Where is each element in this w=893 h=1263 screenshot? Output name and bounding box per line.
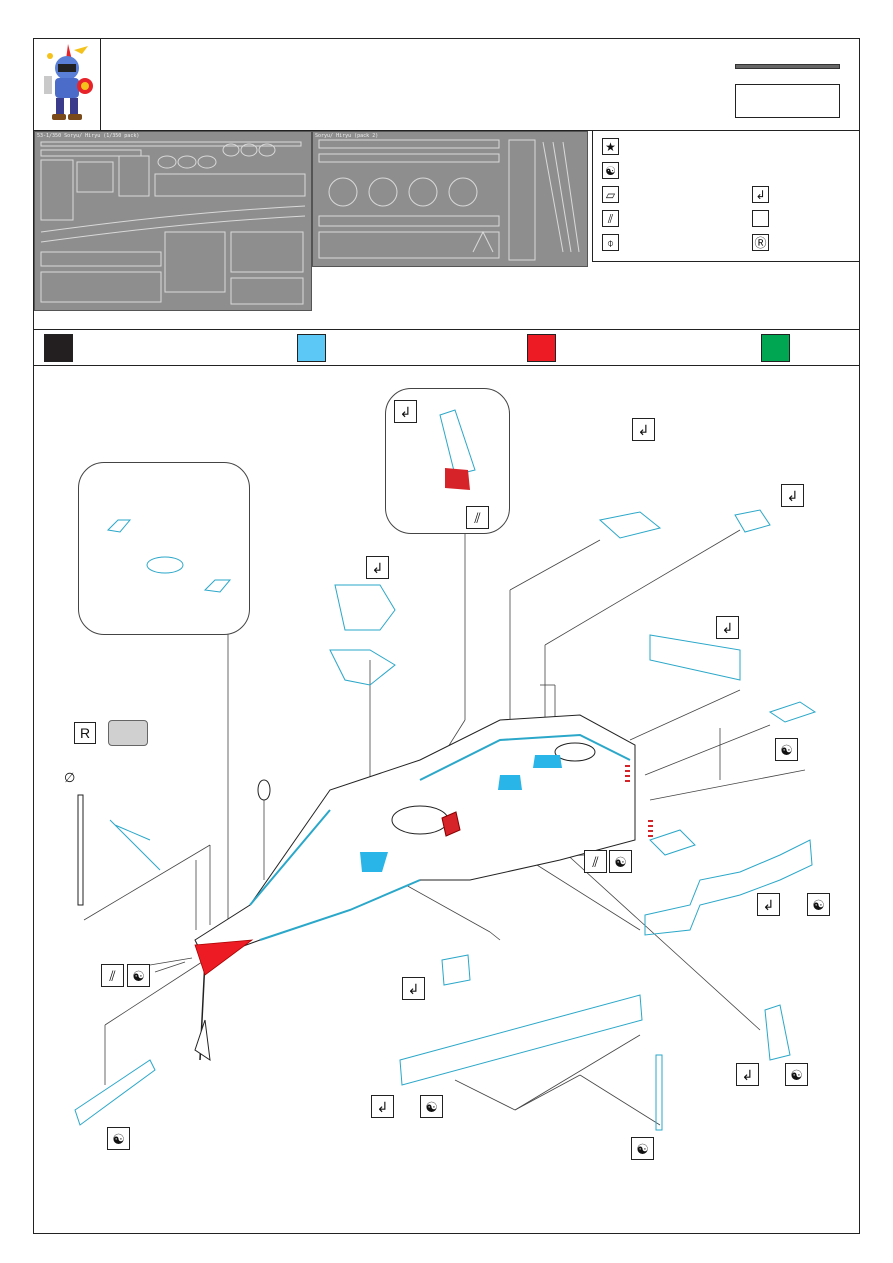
- resin-part-chip: [108, 720, 148, 746]
- detail-bubble-left: [78, 462, 250, 635]
- knight-logo-icon: [44, 44, 93, 120]
- fret-sheet-2-title: Soryu/ Hiryu (pack 2): [315, 133, 379, 139]
- fret-sheet-1-parts: [40, 141, 306, 305]
- yin-yang-icon: ☯: [631, 1137, 654, 1160]
- folded-part-icon: ⫽: [466, 506, 489, 529]
- yin-yang-icon: ☯: [807, 893, 830, 916]
- empty-box-icon: [752, 210, 769, 227]
- folded-part-icon: ⫽: [584, 850, 607, 873]
- product-code-bar: [735, 64, 840, 69]
- header-divider: [33, 130, 860, 131]
- color-swatch-green: [761, 334, 790, 362]
- folded-part-icon: ⫽: [101, 964, 124, 987]
- fret-sheet-1-title: 53-1/350 Soryu/ Hiryu (1/350 pack): [37, 133, 140, 139]
- bend-arrow-icon: ↲: [394, 400, 417, 423]
- yin-yang-icon: ☯: [127, 964, 150, 987]
- bend-arrow-icon: ↲: [752, 186, 769, 203]
- star-icon: ★: [602, 138, 619, 155]
- title-box: [735, 84, 840, 118]
- flat-part-icon: ▱: [602, 186, 619, 203]
- color-swatch-blue: [297, 334, 326, 362]
- diameter-mark: ∅: [64, 770, 76, 785]
- yin-yang-icon: ☯: [785, 1063, 808, 1086]
- colors-bottom-divider: [33, 365, 860, 366]
- yin-yang-icon: ☯: [107, 1127, 130, 1150]
- bend-arrow-icon: ↲: [371, 1095, 394, 1118]
- fret-sheet-2: Soryu/ Hiryu (pack 2): [312, 131, 588, 267]
- yin-yang-icon: ☯: [775, 738, 798, 761]
- fret-sheet-2-parts: [318, 139, 580, 261]
- bend-arrow-icon: ↲: [716, 616, 739, 639]
- legend-bottom-divider: [592, 261, 860, 262]
- bend-arrow-icon: ↲: [402, 977, 425, 1000]
- color-swatch-black: [44, 334, 73, 362]
- rolled-part-icon: ⌽: [602, 234, 619, 251]
- bend-arrow-icon: ↲: [781, 484, 804, 507]
- legend-divider: [592, 130, 593, 261]
- bend-arrow-icon: ↲: [366, 556, 389, 579]
- yin-yang-icon: ☯: [609, 850, 632, 873]
- bend-arrow-icon: ↲: [736, 1063, 759, 1086]
- color-swatch-red: [527, 334, 556, 362]
- fret-sheet-1: 53-1/350 Soryu/ Hiryu (1/350 pack): [34, 131, 312, 311]
- yin-yang-icon: ☯: [420, 1095, 443, 1118]
- page-frame: [33, 38, 860, 1234]
- bend-arrow-icon: ↲: [632, 418, 655, 441]
- resin-r-icon: Ⓡ: [752, 234, 769, 251]
- colors-top-divider: [33, 329, 860, 330]
- bend-arrow-icon: ↲: [757, 893, 780, 916]
- logo-divider: [100, 38, 101, 130]
- yin-yang-icon: ☯: [602, 162, 619, 179]
- resin-r-icon: R: [74, 722, 96, 744]
- folded-part-icon: ⫽: [602, 210, 619, 227]
